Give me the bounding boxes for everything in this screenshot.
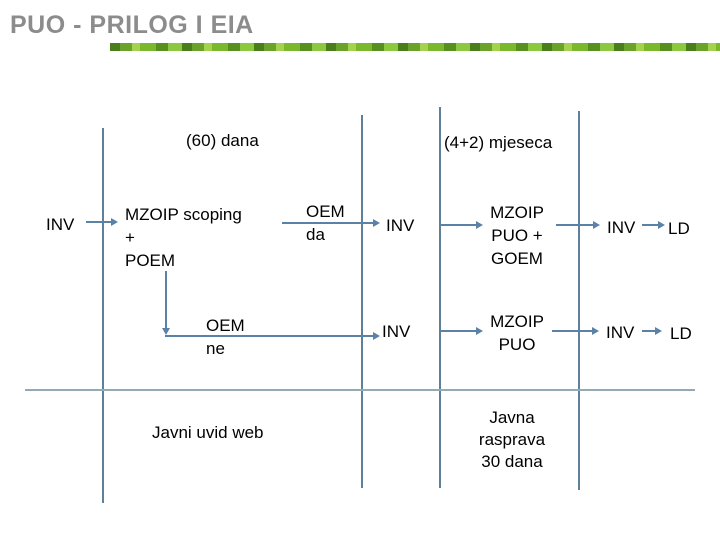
flow-arrow-inv-to-ld-da — [642, 221, 665, 229]
title-underline-bar — [110, 43, 720, 51]
puo-node-label: MZOIP PUO — [490, 312, 544, 354]
ld-ne-label: LD — [670, 324, 692, 343]
inv-after-ne-label: INV — [382, 322, 411, 341]
flow-arrow-inv-to-ld-ne — [642, 327, 662, 335]
javni-uvid-web-label: Javni uvid web — [152, 423, 264, 442]
flow-arrow-to-puo — [441, 327, 483, 335]
inv-final-da-label: INV — [607, 218, 636, 237]
puo-goem-node-label: MZOIP PUO + GOEM — [490, 203, 544, 268]
ld-da-label: LD — [668, 219, 690, 238]
flow-arrow-down-from-poem — [162, 271, 170, 335]
inv-start-label: INV — [46, 215, 75, 234]
section-divider-line — [25, 389, 695, 391]
timeline-vline-4 — [578, 111, 580, 490]
flow-arrow-inv-to-scoping — [86, 218, 118, 226]
duration-label-60-dana: (60) dana — [186, 131, 259, 150]
flow-arrow-oem-ne-to-inv — [165, 332, 380, 340]
oem-ne-branch-label: OEM ne — [206, 316, 245, 358]
javna-rasprava-label: Javna rasprava 30 dana — [478, 408, 546, 471]
timeline-vline-2 — [361, 115, 363, 488]
flow-arrow-puo-goem-to-inv — [556, 221, 600, 229]
scoping-node-label: MZOIP scoping + POEM — [125, 205, 242, 270]
flow-arrow-puo-to-inv — [552, 327, 599, 335]
oem-da-branch-label: OEM da — [306, 202, 345, 244]
flow-arrow-oem-da-to-inv — [282, 219, 380, 227]
timeline-vline-1 — [102, 128, 104, 503]
slide-title: PUO - PRILOG I EIA — [10, 11, 254, 39]
inv-final-ne-label: INV — [606, 323, 635, 342]
flow-arrow-to-puo-goem — [441, 221, 483, 229]
duration-label-4plus2-mjeseca: (4+2) mjeseca — [444, 133, 553, 152]
inv-after-da-label: INV — [386, 216, 415, 235]
timeline-vline-3 — [439, 107, 441, 488]
